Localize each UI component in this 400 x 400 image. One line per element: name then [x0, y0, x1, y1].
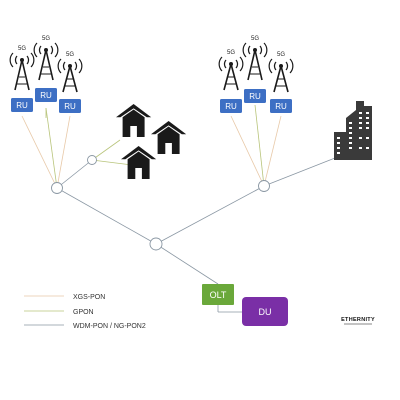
fiber-link: [230, 115, 265, 187]
office-building-icon: [334, 101, 372, 160]
fiber-link: [263, 157, 336, 187]
tower-5g-label: 5G: [18, 46, 26, 52]
radio-units: RU RU RU RU RU RU: [11, 88, 292, 113]
house-icon: [116, 104, 152, 137]
house-icon: [151, 121, 187, 154]
fiber-link: [155, 243, 219, 285]
fiber-link: [56, 115, 71, 189]
fiber-link: [45, 107, 58, 189]
splitter-node-icon: [87, 155, 97, 165]
ru-box: RU: [59, 99, 81, 113]
ru-label: RU: [16, 101, 28, 110]
ru-label: RU: [275, 102, 287, 111]
tower-5g-label: 5G: [251, 36, 259, 42]
du-label: DU: [259, 307, 272, 317]
du-box: DU: [242, 297, 288, 326]
fiber-link: [21, 115, 58, 189]
fiber-link: [263, 115, 282, 187]
legend-wdm-pon: WDM-PON / NG-PON2: [73, 323, 146, 330]
ru-label: RU: [64, 102, 76, 111]
ru-box: RU: [35, 88, 57, 102]
fiber-link: [56, 159, 93, 189]
legend-gpon: GPON: [73, 309, 94, 316]
splitter-node-icon: [149, 237, 163, 251]
cell-tower-icon: 5G: [33, 36, 59, 81]
splitter-node-icon: [258, 180, 270, 192]
ru-label: RU: [249, 92, 261, 101]
fiber-link: [91, 139, 121, 161]
fiber-links: [21, 104, 336, 285]
ru-label: RU: [225, 102, 237, 111]
olt-label: OLT: [210, 290, 227, 300]
cell-towers: 5G 5G 5G 5G 5G 5G: [9, 36, 294, 93]
tower-5g-label: 5G: [227, 50, 235, 56]
ru-box: RU: [11, 98, 33, 112]
olt-box: OLT: [202, 284, 243, 313]
logo-text: ETHERNITY: [341, 317, 375, 323]
cell-tower-icon: 5G: [268, 52, 294, 93]
residential-houses: [116, 104, 187, 179]
house-icon: [121, 146, 157, 179]
fiber-link: [56, 187, 157, 245]
tower-5g-label: 5G: [42, 36, 50, 42]
ru-box: RU: [220, 99, 242, 113]
cell-tower-icon: 5G: [218, 50, 244, 91]
tower-5g-label: 5G: [66, 52, 74, 58]
ru-box: RU: [270, 99, 292, 113]
fiber-link: [254, 104, 265, 187]
splitter-node-icon: [51, 182, 63, 194]
legend: XGS-PON GPON WDM-PON / NG-PON2: [24, 294, 146, 330]
legend-xgs-pon: XGS-PON: [73, 294, 105, 301]
cell-tower-icon: 5G: [57, 52, 83, 93]
cell-tower-icon: 5G: [9, 46, 35, 91]
tower-5g-label: 5G: [277, 52, 285, 58]
splitter-nodes: [51, 155, 270, 251]
fiber-link: [155, 185, 265, 245]
ethernity-logo: ETHERNITY: [341, 317, 375, 325]
cell-tower-icon: 5G: [242, 36, 268, 81]
ru-label: RU: [40, 91, 52, 100]
ru-box: RU: [244, 89, 266, 103]
